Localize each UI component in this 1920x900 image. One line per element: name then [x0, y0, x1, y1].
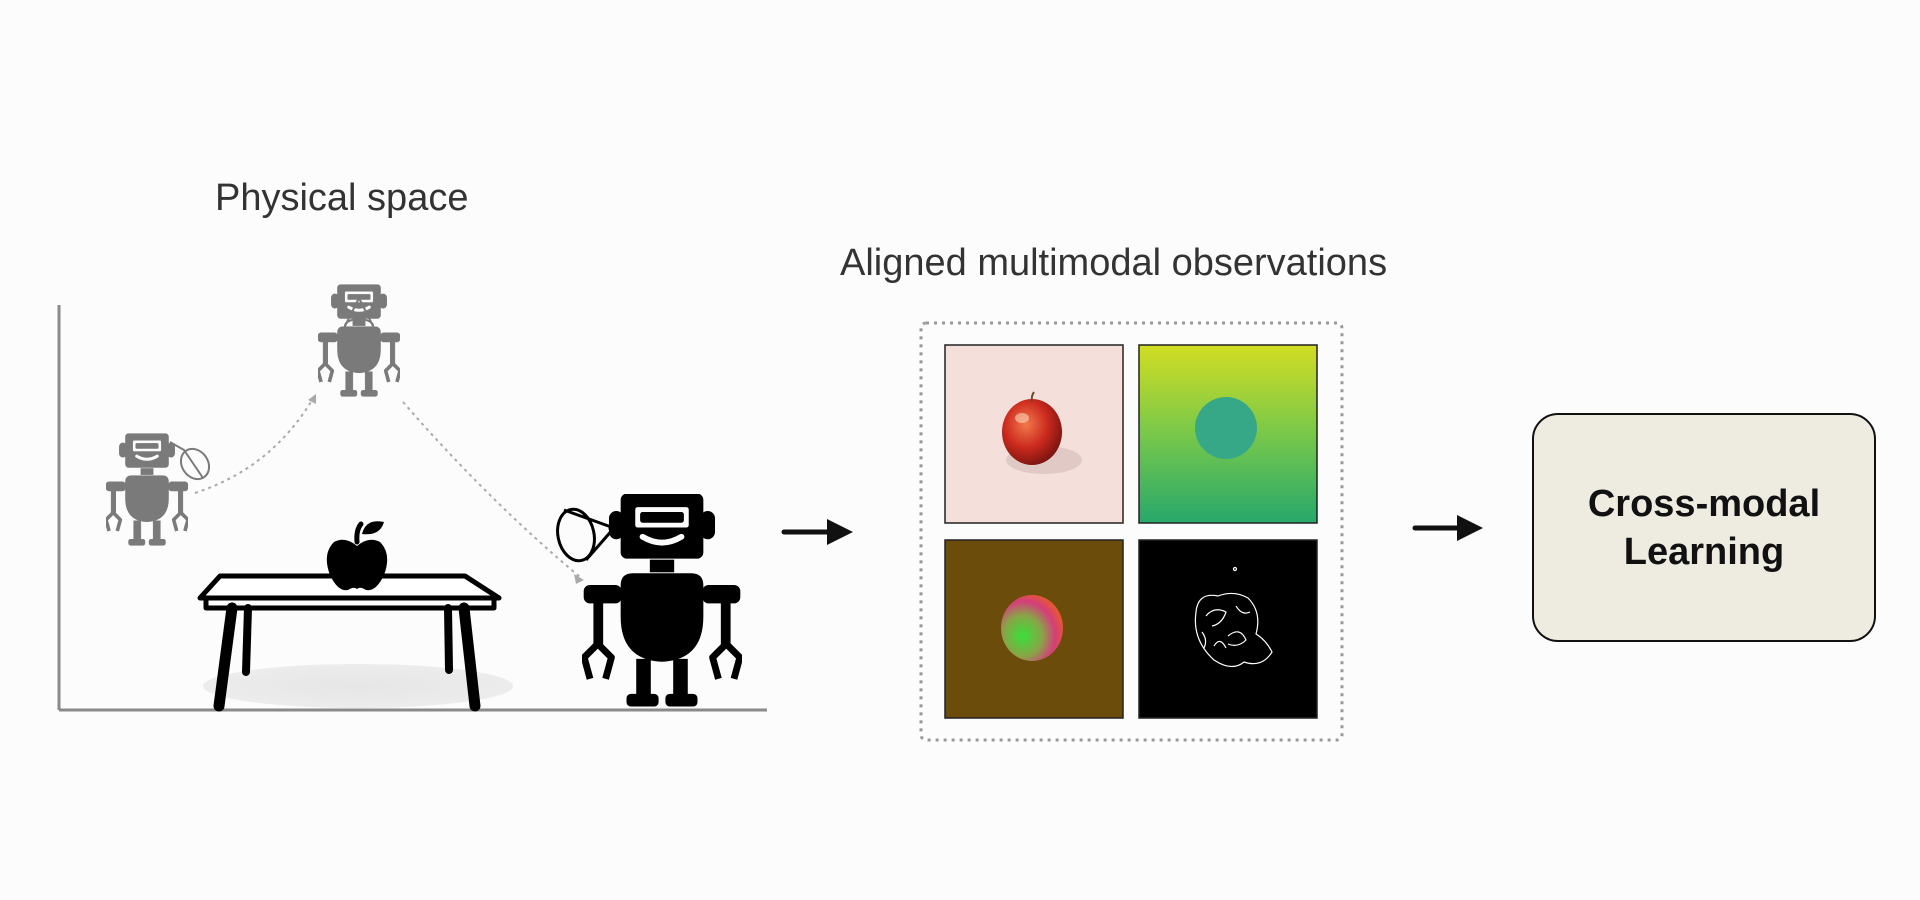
physical-scene	[57, 282, 767, 712]
arrow-right-icon	[1412, 515, 1483, 541]
camera-frustum-icon	[556, 507, 620, 563]
robot-past-pose-1	[106, 431, 188, 548]
camera-frustum-icon	[169, 441, 211, 481]
cross-modal-learning-label: Cross-modal Learning	[1587, 482, 1821, 573]
apple-icon	[326, 521, 388, 591]
physical-space-title: Physical space	[215, 177, 469, 219]
trajectory-arrowhead	[308, 394, 316, 404]
edge-map	[1138, 539, 1318, 719]
normal-map	[944, 539, 1124, 719]
trajectory-arrowhead	[574, 574, 584, 584]
trajectory-path	[402, 401, 581, 578]
table-shadow	[203, 664, 513, 708]
cross-modal-learning-box: Cross-modal Learning	[1532, 413, 1876, 642]
robot-past-pose-2	[318, 282, 400, 399]
arrow-right-icon	[781, 519, 853, 545]
trajectory-path	[194, 396, 315, 494]
depth-map	[1138, 344, 1318, 524]
aligned-observations-title: Aligned multimodal observations	[840, 242, 1388, 284]
rgb-image	[944, 344, 1124, 524]
camera-frustum-icon	[344, 295, 374, 334]
